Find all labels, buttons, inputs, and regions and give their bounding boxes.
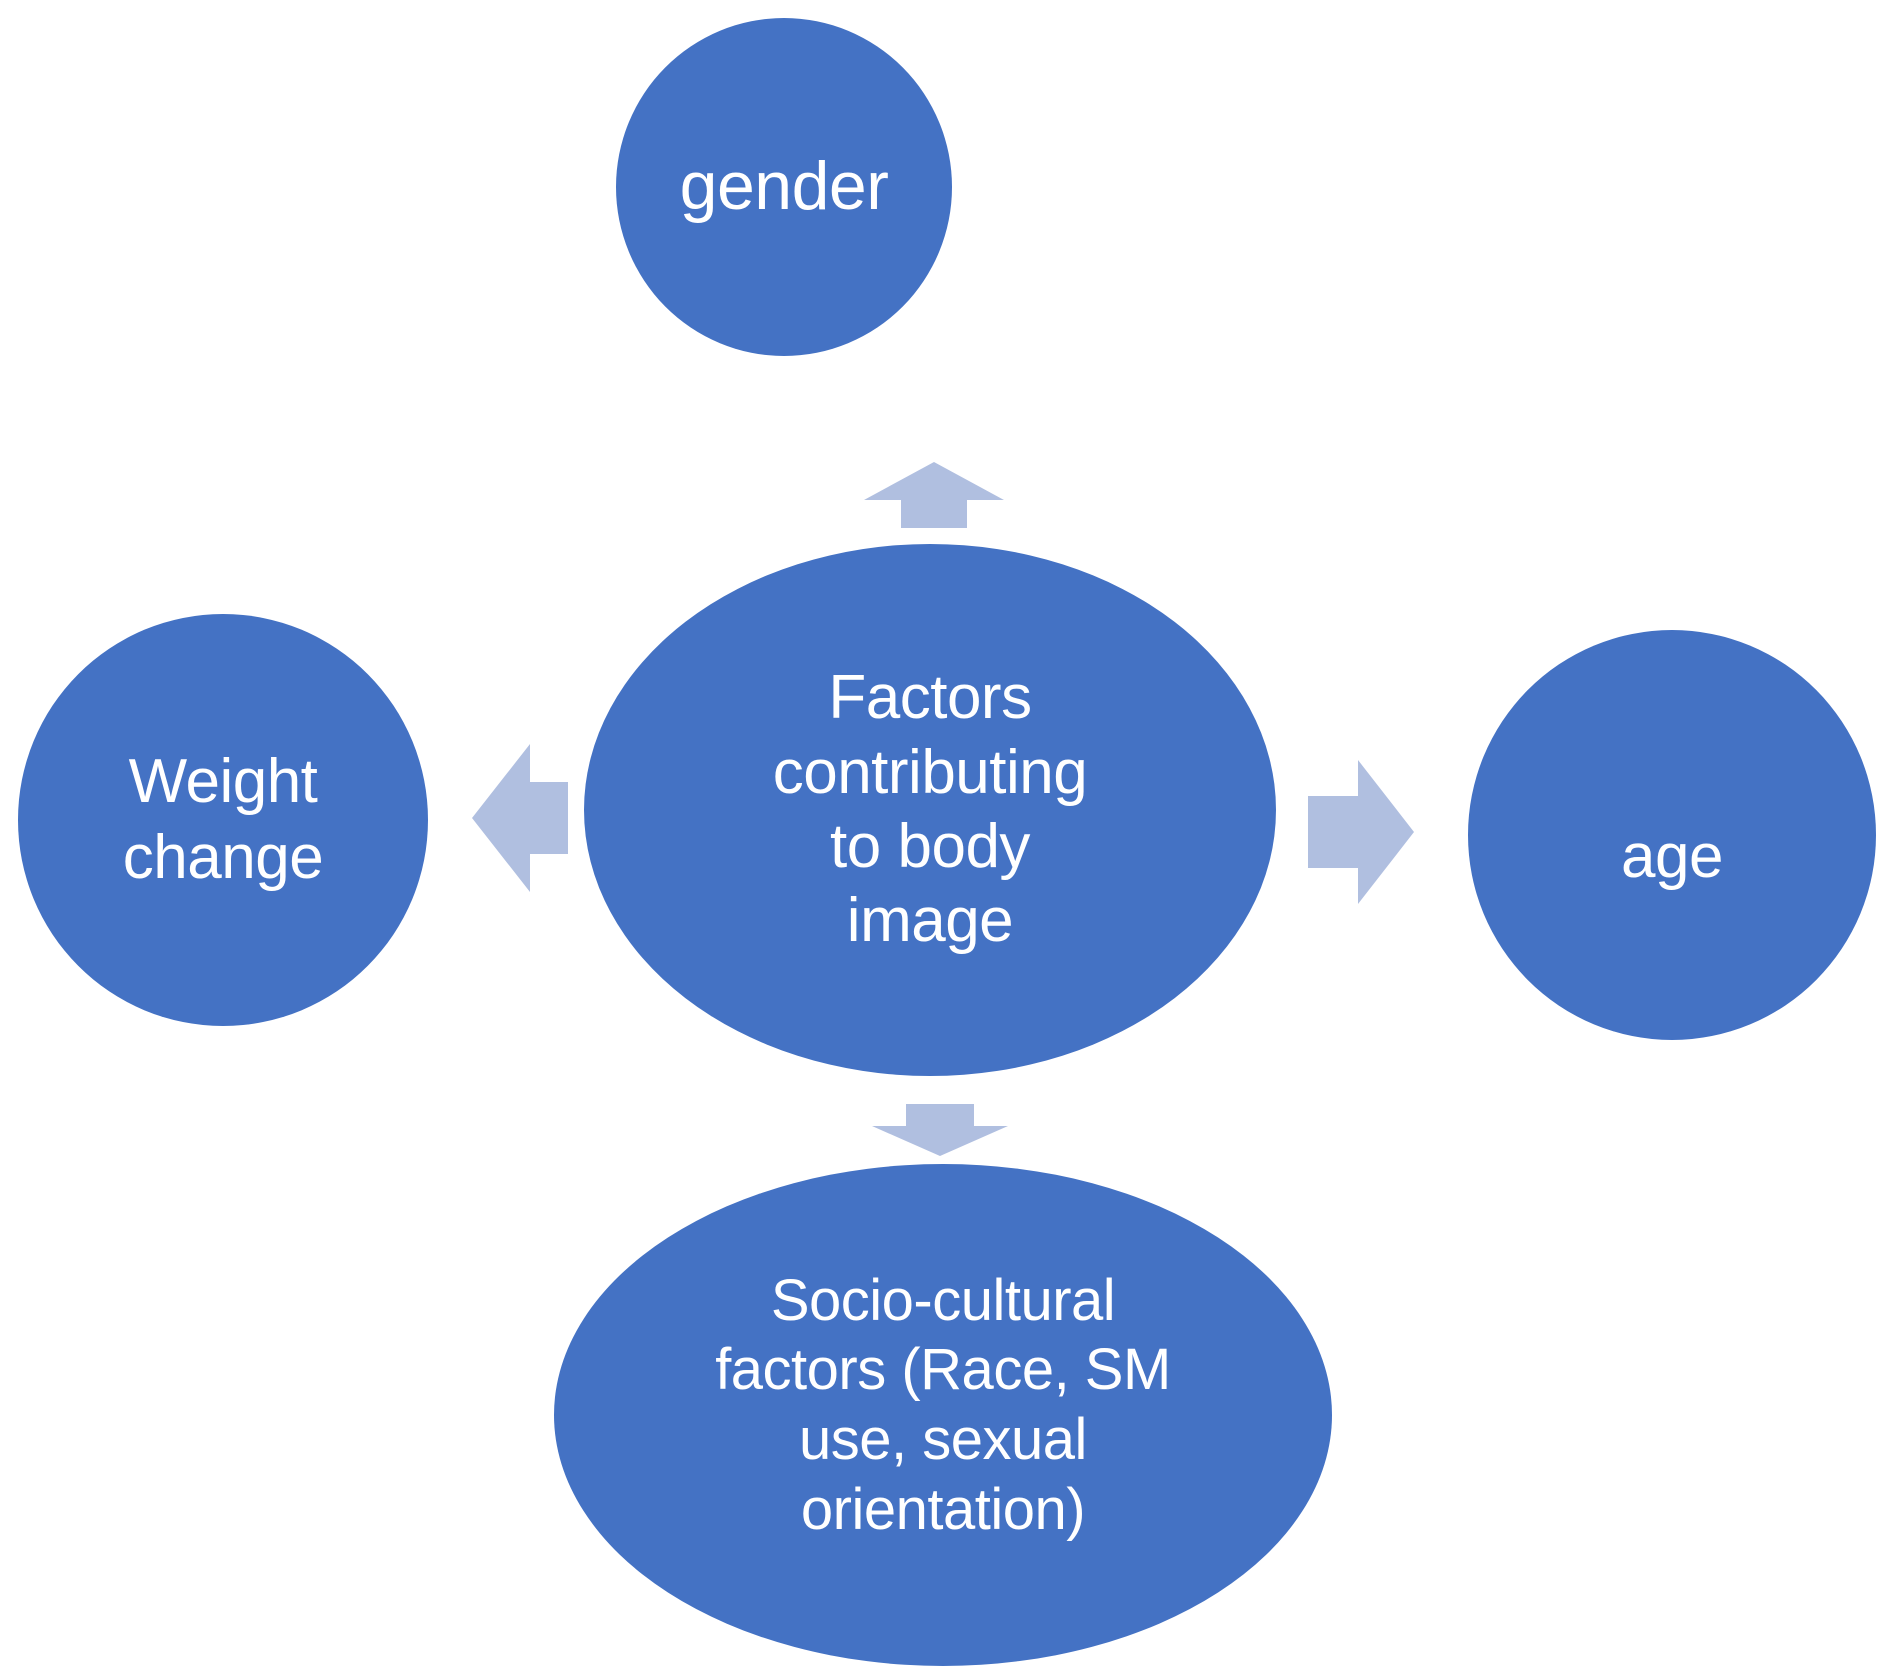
node-weight-change-label: Weight change <box>122 747 324 892</box>
node-center-label: Factors contributing to body image <box>772 663 1088 956</box>
node-weight-change[interactable]: Weight change <box>18 614 428 1026</box>
arrow-down-icon <box>872 1104 1008 1156</box>
node-gender-label: gender <box>679 148 889 225</box>
node-center-factors[interactable]: Factors contributing to body image <box>584 544 1276 1076</box>
node-gender[interactable]: gender <box>616 18 952 356</box>
node-age-label: age <box>1621 821 1723 891</box>
node-socio-cultural-factors[interactable]: Socio-cultural factors (Race, SM use, se… <box>554 1164 1332 1666</box>
node-age[interactable]: age <box>1468 630 1876 1040</box>
arrow-right-icon <box>1308 760 1414 904</box>
arrow-left-icon <box>472 744 568 892</box>
arrow-up-icon <box>864 462 1004 528</box>
node-socio-cultural-factors-label: Socio-cultural factors (Race, SM use, se… <box>715 1267 1171 1542</box>
